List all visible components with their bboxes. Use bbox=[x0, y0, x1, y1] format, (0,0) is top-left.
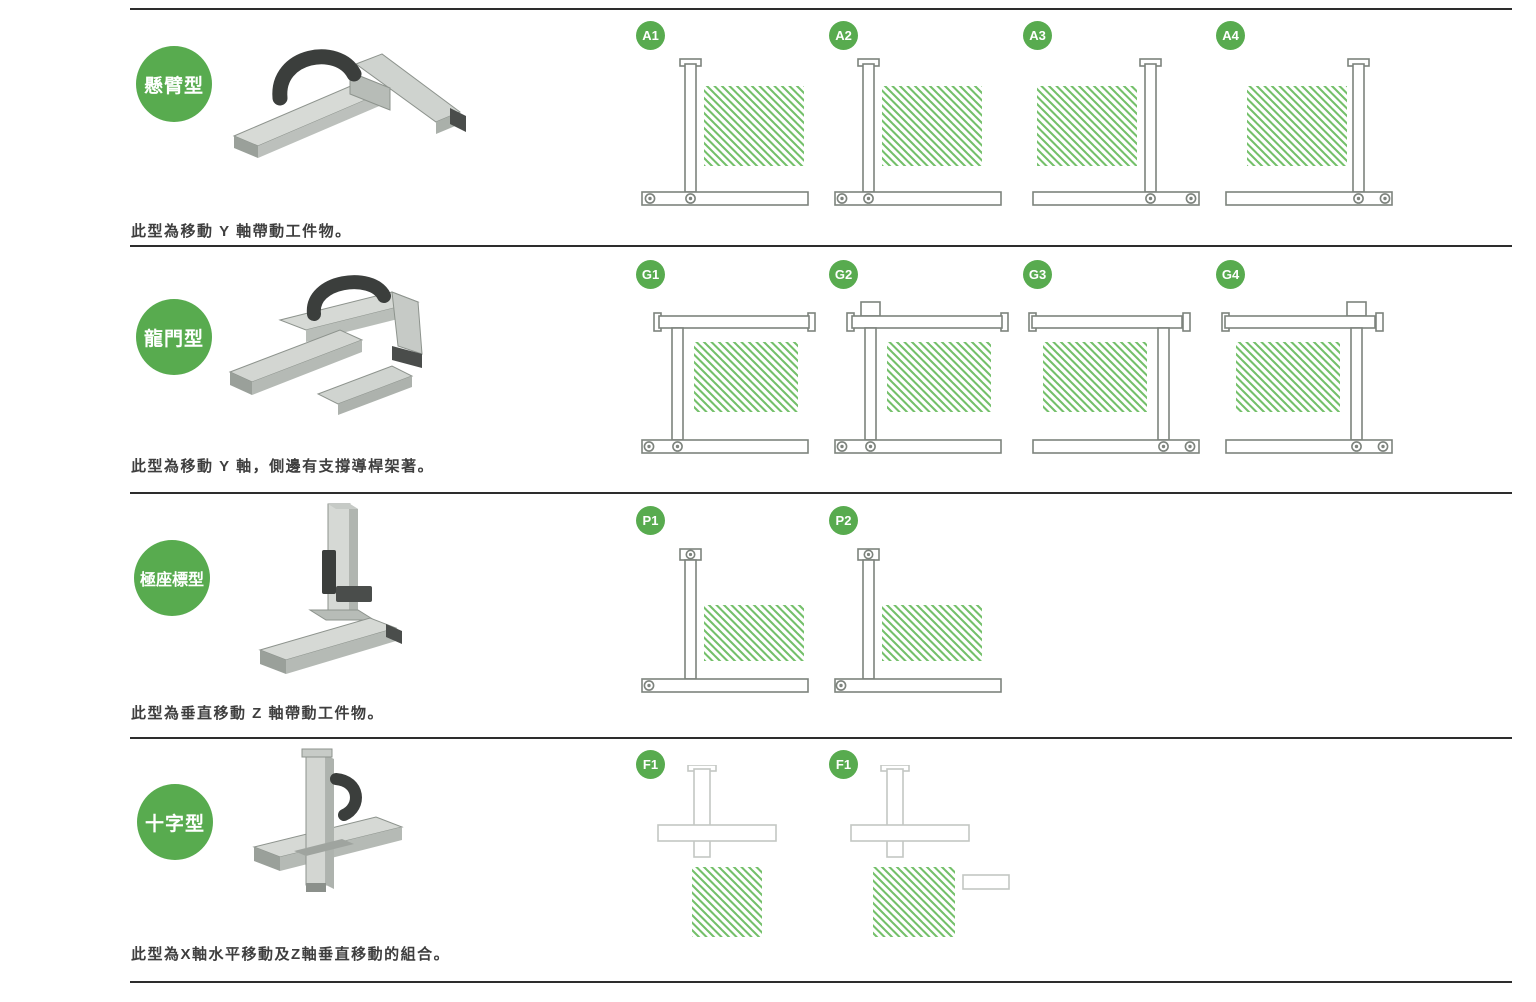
robot-render bbox=[228, 275, 423, 415]
motor-icon bbox=[1184, 441, 1196, 452]
work-area-hatch bbox=[694, 342, 798, 412]
work-area-hatch bbox=[882, 605, 982, 661]
type-badge-gantry: 龍門型 bbox=[136, 299, 212, 375]
structure bbox=[834, 58, 1002, 206]
type-badge-cross: 十字型 bbox=[137, 784, 213, 860]
motor-icon bbox=[835, 680, 847, 691]
variant-badge-g3: G3 bbox=[1023, 260, 1052, 289]
row-description: 此型為移動 Y 軸帶動工件物。 bbox=[131, 223, 352, 240]
motor-icon bbox=[863, 549, 874, 560]
row-description: 此型為X軸水平移動及Z軸垂直移動的組合。 bbox=[131, 946, 451, 963]
robot-render bbox=[252, 748, 404, 892]
type-badge-cantilever: 懸臂型 bbox=[136, 46, 212, 122]
work-area-hatch bbox=[1236, 342, 1340, 412]
variant-badge-g4: G4 bbox=[1216, 260, 1245, 289]
cross-product-image bbox=[252, 748, 404, 892]
variant-badge-a3: A3 bbox=[1023, 21, 1052, 50]
structure bbox=[657, 765, 777, 858]
gantry-product-image bbox=[228, 275, 423, 415]
work-area-hatch bbox=[1247, 86, 1347, 166]
motor-icon bbox=[685, 193, 696, 204]
diagram-a1 bbox=[641, 58, 809, 206]
motor-icon bbox=[1377, 441, 1389, 452]
variant-badge-a2: A2 bbox=[829, 21, 858, 50]
diagram-g3 bbox=[1028, 312, 1200, 454]
structure bbox=[641, 58, 809, 206]
divider bbox=[130, 981, 1512, 983]
row-description: 此型為移動 Y 軸，側邊有支撐導桿架著。 bbox=[131, 458, 435, 475]
robot-render bbox=[232, 49, 466, 158]
motor-icon bbox=[644, 193, 656, 204]
work-area-hatch bbox=[692, 867, 762, 937]
polar-product-image bbox=[258, 503, 402, 674]
structure bbox=[1225, 58, 1393, 206]
motor-icon bbox=[865, 441, 876, 452]
variant-badge-p2: P2 bbox=[829, 506, 858, 535]
work-area-hatch bbox=[704, 86, 804, 166]
divider bbox=[130, 492, 1512, 494]
row-description: 此型為垂直移動 Z 軸帶動工件物。 bbox=[131, 705, 384, 722]
motor-icon bbox=[643, 441, 655, 452]
diagram-a3 bbox=[1032, 58, 1200, 206]
motor-icon bbox=[643, 680, 655, 691]
diagram-g4 bbox=[1221, 301, 1393, 454]
variant-badge-a4: A4 bbox=[1216, 21, 1245, 50]
work-area-hatch bbox=[1037, 86, 1137, 166]
structure bbox=[1028, 312, 1200, 454]
type-badge-polar: 極座標型 bbox=[134, 540, 210, 616]
divider bbox=[130, 737, 1512, 739]
work-area-hatch bbox=[882, 86, 982, 166]
diagram-p2 bbox=[834, 548, 1002, 693]
structure bbox=[1221, 301, 1393, 454]
structure bbox=[641, 312, 816, 454]
diagram-g2 bbox=[834, 301, 1009, 454]
motor-icon bbox=[1145, 193, 1156, 204]
work-area-hatch bbox=[887, 342, 991, 412]
work-area-hatch bbox=[873, 867, 955, 937]
variant-badge-f1: F1 bbox=[636, 750, 665, 779]
variant-badge-f1b: F1 bbox=[829, 750, 858, 779]
variant-badge-p1: P1 bbox=[636, 506, 665, 535]
diagram-a2 bbox=[834, 58, 1002, 206]
diagram-f1 bbox=[657, 765, 777, 937]
motor-icon bbox=[836, 193, 848, 204]
motor-icon bbox=[1185, 193, 1197, 204]
motor-icon bbox=[672, 441, 683, 452]
diagram-g1 bbox=[641, 312, 816, 454]
motor-icon bbox=[1353, 193, 1364, 204]
variant-badge-g1: G1 bbox=[636, 260, 665, 289]
variant-badge-a1: A1 bbox=[636, 21, 665, 50]
diagram-p1 bbox=[641, 548, 809, 693]
motor-icon bbox=[1158, 441, 1169, 452]
motor-icon bbox=[863, 193, 874, 204]
variant-badge-g2: G2 bbox=[829, 260, 858, 289]
diagram-f1-alt bbox=[850, 765, 1010, 937]
motor-icon bbox=[1379, 193, 1391, 204]
robot-render bbox=[258, 503, 402, 674]
work-area-hatch bbox=[1043, 342, 1147, 412]
structure bbox=[1032, 58, 1200, 206]
divider bbox=[130, 245, 1512, 247]
cantilever-product-image bbox=[232, 49, 466, 158]
motor-icon bbox=[685, 549, 696, 560]
motor-icon bbox=[836, 441, 848, 452]
diagram-a4 bbox=[1225, 58, 1393, 206]
structure bbox=[641, 548, 809, 693]
structure bbox=[850, 765, 1010, 890]
structure bbox=[834, 301, 1009, 454]
divider bbox=[130, 8, 1512, 10]
motor-icon bbox=[1351, 441, 1362, 452]
work-area-hatch bbox=[704, 605, 804, 661]
